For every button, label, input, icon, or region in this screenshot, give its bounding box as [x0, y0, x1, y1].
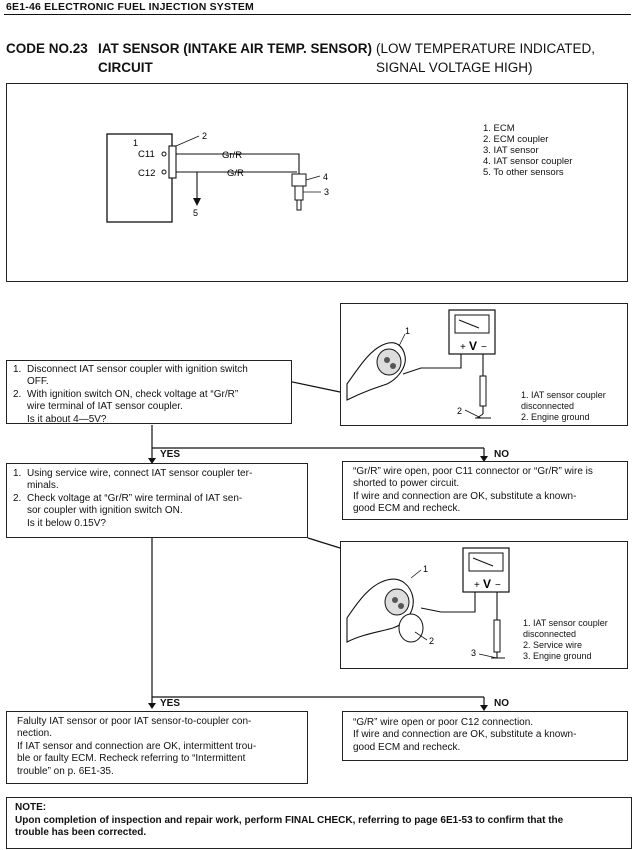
step-1-item-1: 1. Disconnect IAT sensor coupler with ig… — [13, 364, 248, 388]
legend-item: 2. Service wire — [523, 640, 583, 650]
step-2-box: 1. Using service wire, connect IAT senso… — [6, 463, 308, 538]
fig2-legend: 1. IAT sensor coupler disconnected 2. Se… — [523, 618, 608, 662]
legend-item: 3. Engine ground — [523, 651, 592, 661]
meter-v: V — [483, 577, 491, 591]
meter-plus: + — [460, 342, 466, 353]
legend-item: 3. IAT sensor — [483, 145, 539, 156]
legend-item: 4. IAT sensor coupler — [483, 156, 573, 167]
step-2-item-2: 2. Check voltage at “Gr/R” wire terminal… — [13, 492, 243, 529]
meter-plus: + — [474, 580, 480, 591]
legend-item: 1. ECM — [483, 123, 515, 134]
title-main: IAT SENSOR (INTAKE AIR TEMP. SENSOR) — [98, 41, 373, 56]
no-2-result-box: “G/R” wire open or poor C12 connection. … — [342, 711, 628, 761]
fig2-label-3: 3 — [471, 648, 476, 658]
wiring-diagram-box: 1 2 C11 C12 Gr/R G/R 4 3 5 1. ECM 2. ECM… — [6, 83, 628, 282]
title-note-line1: (LOW TEMPERATURE INDICATED, — [376, 41, 596, 56]
branch-2-yes: YES — [160, 698, 181, 709]
legend-item: 2. ECM coupler — [483, 134, 549, 145]
title-code: CODE NO.23 — [6, 41, 88, 56]
note-text-line: Upon completion of inspection and repair… — [15, 814, 564, 826]
figure-2-drawing: + V − 1 2 3 — [346, 547, 510, 659]
legend-item: 1. IAT sensor coupler — [521, 390, 606, 400]
branch-1-yes: YES — [160, 449, 181, 460]
step-1-box: 1. Disconnect IAT sensor coupler with ig… — [6, 360, 292, 425]
c12-label: C12 — [138, 168, 155, 179]
title-circuit: CIRCUIT — [98, 60, 153, 75]
note-heading: NOTE: — [15, 802, 47, 813]
page-header: 6E1-46 ELECTRONIC FUEL INJECTION SYSTEM — [6, 1, 254, 13]
legend-item: 1. IAT sensor coupler — [523, 618, 608, 628]
legend-item: disconnected — [523, 629, 577, 639]
legend-item: 2. Engine ground — [521, 412, 590, 422]
wire-g-r-label: G/R — [227, 168, 244, 179]
legend-item: 5. To other sensors — [483, 167, 564, 178]
fig1-label-1: 1 — [405, 326, 410, 336]
fig1-label-2: 2 — [457, 406, 462, 416]
step-2-item-1: 1. Using service wire, connect IAT senso… — [13, 468, 253, 492]
figure-1-drawing: + V − 1 2 — [346, 309, 496, 419]
label-5: 5 — [193, 208, 198, 218]
meter-v: V — [469, 339, 477, 353]
fig2-label-2: 2 — [429, 636, 434, 646]
note-box: NOTE: Upon completion of inspection and … — [6, 797, 632, 849]
yes-2-result-box: Falulty IAT sensor or poor IAT sensor-to… — [6, 711, 308, 784]
figure-2-voltage-check: + V − 1 2 3 1. IAT sensor coupler discon… — [340, 541, 628, 669]
fig2-label-1: 1 — [423, 564, 428, 574]
branch-1-no: NO — [494, 449, 509, 460]
header-rule — [4, 14, 631, 15]
fig1-legend: 1. IAT sensor coupler disconnected 2. En… — [521, 390, 606, 423]
label-2: 2 — [202, 131, 207, 141]
step-1-item-2: 2. With ignition switch ON, check voltag… — [13, 388, 239, 425]
meter-minus: − — [495, 580, 501, 591]
title-note-line2: SIGNAL VOLTAGE HIGH) — [376, 60, 533, 75]
note-text-line: trouble has been corrected. — [15, 827, 147, 838]
branch-2-no: NO — [494, 698, 509, 709]
no-1-result-box: “Gr/R” wire open, poor C11 connector or … — [342, 461, 628, 520]
c11-label: C11 — [138, 149, 155, 160]
wire-gr-r-label: Gr/R — [222, 150, 242, 161]
wiring-diagram: 1 2 C11 C12 Gr/R G/R 4 3 5 — [106, 131, 329, 223]
figure-1-voltage-check: + V − 1 2 1. IAT sensor coupler disconne… — [340, 303, 628, 426]
legend-item: disconnected — [521, 401, 575, 411]
meter-minus: − — [481, 342, 487, 353]
wiring-legend: 1. ECM 2. ECM coupler 3. IAT sensor 4. I… — [483, 123, 572, 178]
label-4: 4 — [323, 172, 328, 182]
label-3: 3 — [324, 187, 329, 197]
label-1: 1 — [133, 138, 138, 148]
